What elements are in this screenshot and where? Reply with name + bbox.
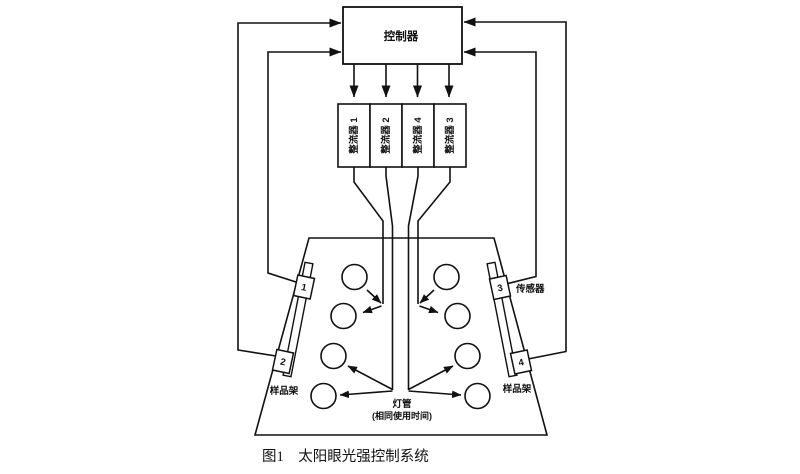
lamp-note-label: (相同使用时间) (372, 410, 432, 421)
rectifier-box-4 (433, 103, 467, 168)
sensor-number-2: 2 (279, 357, 286, 369)
arrow-wire-to-lamp-left2 (362, 305, 382, 314)
sensor-number-1: 1 (300, 282, 308, 294)
sensor-box-4 (509, 349, 533, 375)
sensor-number-3: 3 (496, 283, 503, 295)
lamp-circle-left-3 (320, 342, 347, 370)
lamp-circle-left-4 (310, 382, 337, 410)
sensor-box-3 (488, 274, 512, 301)
figure-caption: 图1 太阳眼光强控制系统 (262, 448, 429, 465)
wire-rectifier1-lamps (353, 167, 384, 304)
wire-sensor2-to-controller (237, 18, 342, 357)
sample-rack-label-left: 样品架 (270, 385, 299, 397)
rectifier-label-2: 整流器 2 (380, 117, 392, 154)
rectifier-label-1: 整流器 1 (348, 117, 360, 155)
wire-rectifier2-lamps (385, 167, 394, 390)
controller-label: 控制器 (384, 29, 419, 43)
rectifier-label-3: 整流器 4 (412, 117, 424, 155)
arrow-to-lamp-left4 (339, 390, 393, 399)
rectifier-box-1 (337, 103, 371, 168)
lamp-label: 灯管 (392, 398, 412, 410)
controller-box (342, 6, 463, 65)
arrow-lamp-left1-to-wire (366, 289, 382, 304)
sensor-box-2 (271, 348, 295, 375)
lamp-circle-right-4 (464, 382, 491, 410)
arrow-wire-to-lamp-right2 (419, 305, 439, 314)
arrow-lamp-right1-to-wire (419, 289, 435, 304)
arrow-to-lamp-right4 (408, 390, 462, 399)
wire-sensor1-to-controller (267, 47, 342, 283)
arrow-to-lamp-left3 (347, 365, 393, 391)
lamp-circle-left-1 (341, 263, 368, 291)
arrow-to-lamp-right3 (408, 365, 454, 391)
sensor-number-4: 4 (517, 357, 525, 369)
wire-sensor3-to-controller (463, 47, 537, 285)
lamp-circle-left-2 (330, 302, 357, 330)
lamp-circle-right-2 (444, 302, 471, 330)
wire-rectifier4-lamps (407, 167, 419, 390)
sensor-box-1 (292, 274, 316, 300)
wire-rectifier3-lamps (417, 167, 451, 304)
rectifier-box-3 (401, 103, 435, 168)
rectifier-label-4: 整流器 3 (444, 117, 456, 154)
lamp-circle-right-1 (433, 263, 460, 291)
sample-rack-label-right: 样品架 (503, 383, 532, 395)
lamp-circle-right-3 (454, 342, 481, 370)
sensor-label: 传感器 (515, 283, 545, 295)
wire-sensor4-to-controller (463, 17, 567, 360)
